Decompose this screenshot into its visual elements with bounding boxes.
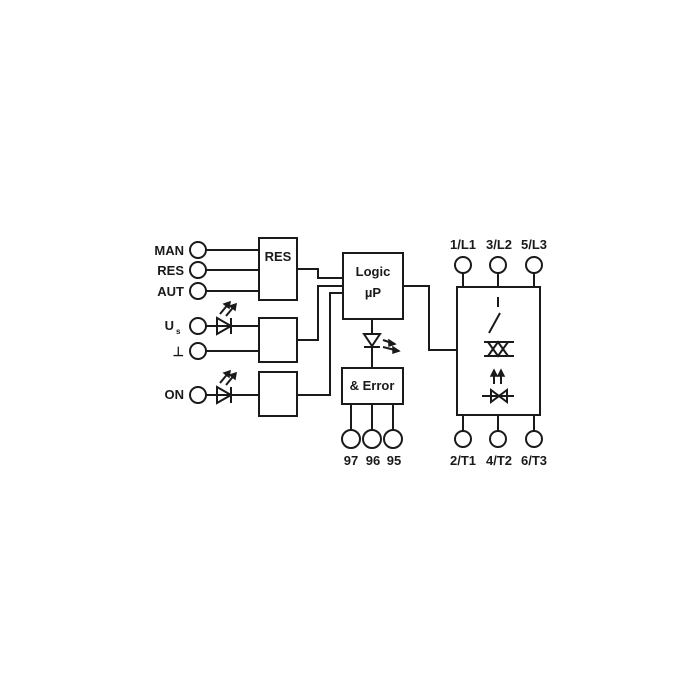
terminal-ground: [189, 342, 207, 360]
terminal-us: [189, 317, 207, 335]
opto-arrows-icon: [489, 368, 506, 384]
status-led-icon: [362, 333, 401, 355]
wire-us-to-logic: [297, 285, 343, 341]
label-ground: ⊥: [173, 344, 184, 359]
label-3l2: 3/L2: [486, 237, 512, 252]
led-us-icon: [216, 300, 237, 336]
res-block-label: RES: [265, 249, 292, 264]
terminal-res: [189, 261, 207, 279]
led-on-icon: [216, 369, 237, 405]
label-us-subscript: s: [176, 327, 181, 336]
label-95: 95: [387, 453, 401, 468]
label-on: ON: [165, 387, 185, 402]
wire-logic-to-power: [403, 285, 457, 351]
terminal-97: [341, 429, 361, 449]
terminal-aut: [189, 282, 207, 300]
label-1l1: 1/L1: [450, 237, 476, 252]
terminal-6t3: [525, 430, 543, 448]
terminal-3l2: [489, 256, 507, 274]
logic-block-label: Logic: [356, 264, 391, 279]
error-block-label: & Error: [350, 378, 395, 393]
terminal-5l3: [525, 256, 543, 274]
res-block: [258, 237, 298, 301]
us-input-block: [258, 317, 298, 363]
switch-contact-icon: [488, 297, 501, 334]
label-96: 96: [366, 453, 380, 468]
terminal-on: [189, 386, 207, 404]
triac-icon: [484, 340, 514, 358]
label-us: U: [165, 318, 174, 333]
error-block: [341, 367, 404, 405]
label-aut: AUT: [157, 284, 184, 299]
logic-block: [342, 252, 404, 320]
logic-block-mup: µP: [365, 285, 381, 300]
terminal-1l1: [454, 256, 472, 274]
terminal-95: [383, 429, 403, 449]
label-4t2: 4/T2: [486, 453, 512, 468]
wire-res-to-logic: [297, 268, 343, 279]
power-module: [456, 286, 541, 416]
terminal-man: [189, 241, 207, 259]
terminal-4t2: [489, 430, 507, 448]
label-6t3: 6/T3: [521, 453, 547, 468]
label-2t1: 2/T1: [450, 453, 476, 468]
label-man: MAN: [154, 243, 184, 258]
terminal-2t1: [454, 430, 472, 448]
small-triac-icon: [482, 388, 514, 404]
wire-on-to-logic: [297, 292, 343, 396]
on-input-block: [258, 371, 298, 417]
terminal-96: [362, 429, 382, 449]
label-5l3: 5/L3: [521, 237, 547, 252]
label-res: RES: [157, 263, 184, 278]
label-97: 97: [344, 453, 358, 468]
